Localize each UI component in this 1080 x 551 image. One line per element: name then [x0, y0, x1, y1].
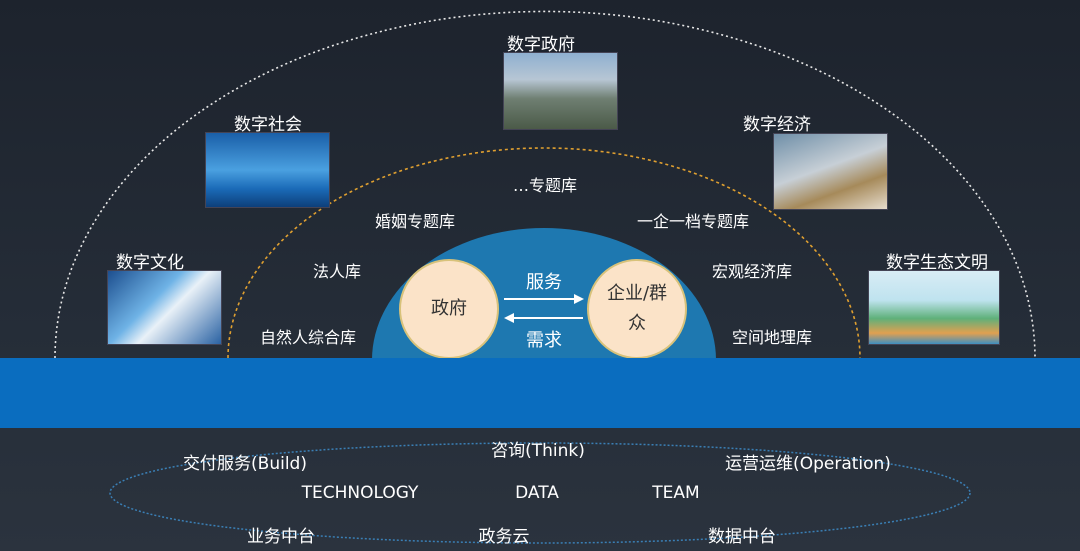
label-digital-culture: 数字文化 [116, 253, 184, 273]
economy-image [773, 133, 888, 210]
topic-db-natural-person: 自然人综合库 [259, 328, 357, 347]
demand-label: 需求 [526, 330, 562, 351]
business-middle-platform-label: 业务中台 [247, 527, 315, 547]
government-image [503, 52, 618, 130]
government-circle: 政府 [399, 259, 499, 359]
topic-db-legal-person: 法人库 [312, 262, 362, 281]
topic-db-more: …专题库 [512, 176, 578, 195]
label-digital-society: 数字社会 [234, 115, 302, 135]
ecology-image [868, 270, 1000, 345]
outer-dotted-arc [54, 10, 1036, 359]
technology-label: TECHNOLOGY [301, 483, 419, 503]
topic-db-geography: 空间地理库 [731, 328, 813, 347]
enterprise-public-circle: 企业/群众 [587, 259, 687, 359]
service-arrow-head [574, 294, 584, 304]
topic-db-enterprise: 一企一档专题库 [636, 212, 750, 231]
culture-image [107, 270, 222, 345]
enterprise-public-label: 企业/群众 [606, 283, 668, 334]
topic-db-macro-economy: 宏观经济库 [711, 262, 793, 281]
data-middle-platform-label: 数据中台 [708, 527, 776, 547]
bottom-ellipse [109, 442, 971, 544]
label-digital-ecology: 数字生态文明 [886, 253, 988, 273]
label-digital-economy: 数字经济 [743, 115, 811, 135]
topic-db-marriage: 婚姻专题库 [374, 212, 456, 231]
service-label: 服务 [526, 272, 562, 293]
team-label: TEAM [652, 483, 700, 503]
think-label: 咨询(Think) [491, 441, 585, 461]
build-label: 交付服务(Build) [183, 454, 307, 474]
society-image [205, 132, 330, 208]
demand-arrow-head [504, 313, 514, 323]
inner-dashed-arc [227, 147, 861, 359]
government-label: 政府 [431, 298, 467, 319]
blue-band [0, 358, 1080, 428]
label-digital-government: 数字政府 [507, 35, 575, 55]
data-label: DATA [515, 483, 559, 503]
operation-label: 运营运维(Operation) [725, 454, 891, 474]
government-cloud-label: 政务云 [478, 527, 530, 547]
